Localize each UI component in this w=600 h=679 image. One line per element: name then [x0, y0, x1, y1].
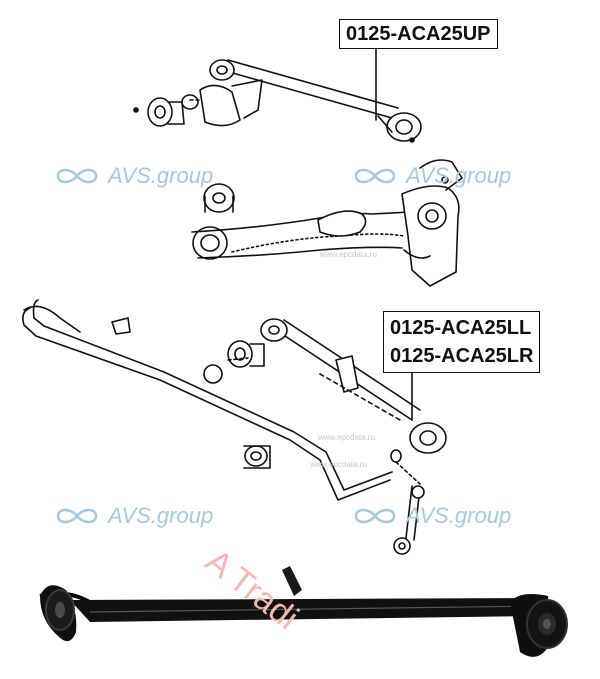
upper-control-arm-drawing [133, 59, 422, 143]
lower-knuckle-drawing [191, 159, 463, 287]
watermark: AVS.group [52, 163, 213, 189]
part-label-upper-arm: 0125-ACA25UP [339, 19, 498, 49]
watermark: AVS.group [350, 503, 511, 529]
watermark-text: AVS.group [108, 163, 214, 188]
infinity-icon [56, 508, 98, 524]
part-number-lower-right: 0125-ACA25LR [390, 345, 534, 367]
watermark-text: AVS.group [406, 163, 512, 188]
infinity-icon [354, 168, 396, 184]
source-mark: www.epcdata.ru [318, 433, 375, 442]
control-arm-photo [39, 566, 568, 657]
watermark-text: AVS.group [406, 503, 512, 528]
watermark: AVS.group [52, 503, 213, 529]
part-label-lower-arm: 0125-ACA25LL 0125-ACA25LR [383, 311, 541, 373]
source-mark: www.epcdata.ru [320, 250, 377, 259]
stabilizer-bar-drawing [22, 299, 425, 555]
part-number-upper: 0125-ACA25UP [346, 23, 491, 45]
lower-control-arm-drawing [203, 318, 447, 454]
watermark-text: AVS.group [108, 503, 214, 528]
source-mark: www.epcdata.ru [310, 460, 367, 469]
part-number-lower-left: 0125-ACA25LL [390, 317, 532, 339]
infinity-icon [56, 168, 98, 184]
infinity-icon [354, 508, 396, 524]
watermark: AVS.group [350, 163, 511, 189]
